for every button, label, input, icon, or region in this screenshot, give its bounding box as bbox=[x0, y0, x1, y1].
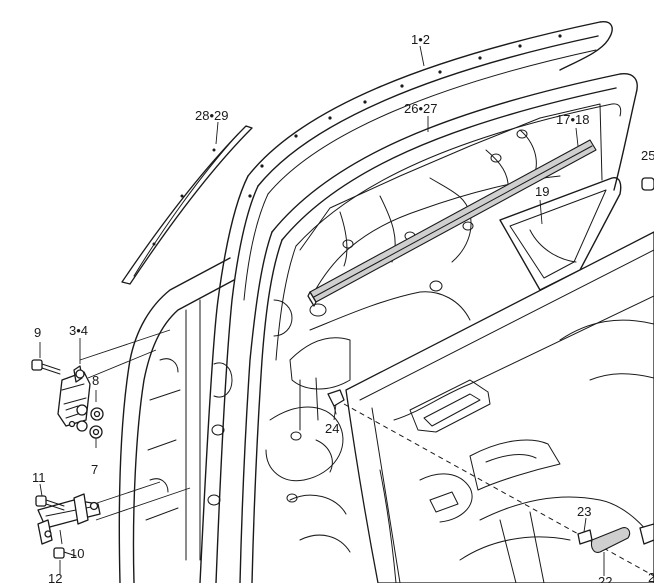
label-part-21: 21 bbox=[648, 570, 654, 583]
bolt-9 bbox=[31, 359, 61, 375]
label-window-channel: 28•29 bbox=[195, 108, 228, 123]
label-door-outer-seal: 1•2 bbox=[411, 32, 430, 47]
clip-24 bbox=[327, 389, 345, 415]
door-shell bbox=[118, 257, 235, 583]
trim-panel-upper bbox=[499, 177, 622, 291]
bolt-11 bbox=[35, 495, 65, 511]
cover-22 bbox=[590, 527, 631, 553]
label-belt-molding: 17•18 bbox=[556, 112, 589, 127]
bolt-12 bbox=[53, 547, 77, 559]
door-outer-weatherstrip bbox=[199, 21, 613, 583]
label-trim-panel: 19 bbox=[535, 184, 549, 199]
label-bolt-9: 9 bbox=[34, 325, 41, 340]
washer-7 bbox=[89, 425, 103, 439]
leader-lines bbox=[39, 45, 605, 576]
nut-8 bbox=[90, 407, 104, 421]
label-clip-24: 24 bbox=[325, 421, 339, 436]
door-trim-panel bbox=[345, 231, 654, 583]
part-21 bbox=[639, 523, 654, 545]
clip-25 bbox=[641, 177, 654, 191]
label-washer-7: 7 bbox=[91, 462, 98, 477]
label-screw-23: 23 bbox=[577, 504, 591, 519]
label-door-inner-seal: 26•27 bbox=[404, 101, 437, 116]
label-check-strap: 10 bbox=[70, 546, 84, 561]
door-inner-weatherstrip bbox=[239, 73, 638, 583]
bolt-9-lower bbox=[65, 405, 79, 428]
part-labels: 1•2 26•27 28•29 17•18 19 25 3•4 9 8 7 11… bbox=[32, 32, 654, 583]
label-bolt-12: 12 bbox=[48, 571, 62, 583]
label-hinge: 3•4 bbox=[69, 323, 88, 338]
hinge-assembly bbox=[31, 359, 104, 439]
belt-molding bbox=[307, 139, 597, 307]
label-clip-25: 25 bbox=[641, 148, 654, 163]
label-cover-22: 22 bbox=[598, 574, 612, 583]
label-bolt-11: 11 bbox=[32, 470, 46, 485]
door-check-assembly bbox=[35, 493, 101, 559]
label-nut-8: 8 bbox=[92, 373, 99, 388]
window-run-channel bbox=[121, 125, 253, 285]
